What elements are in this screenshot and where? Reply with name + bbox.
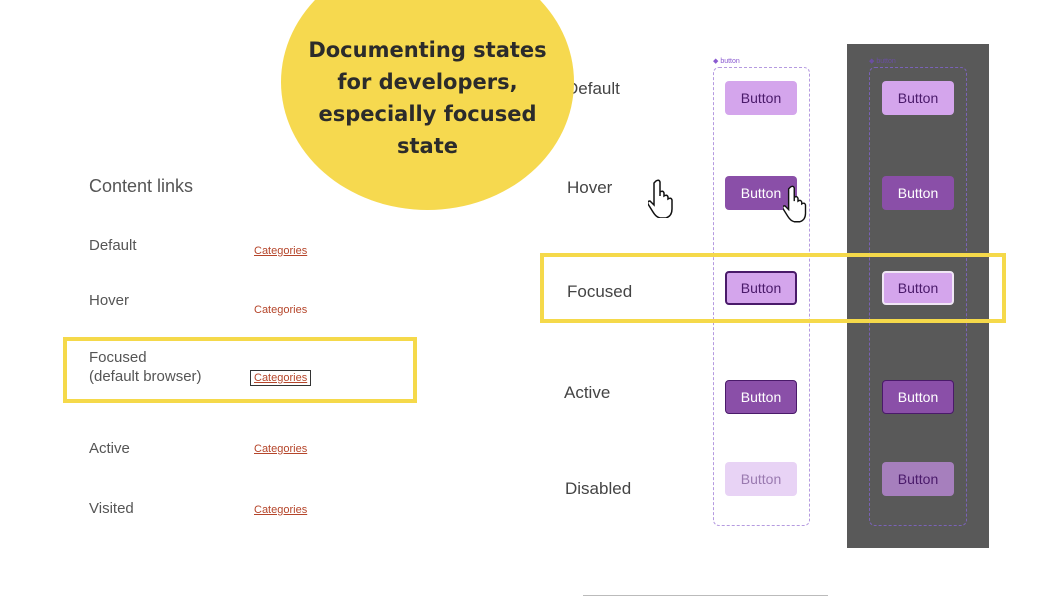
- hand-cursor-icon: [648, 179, 673, 218]
- dark-button-disabled[interactable]: Button: [882, 462, 954, 496]
- state-label-hover: Hover: [89, 292, 130, 309]
- dark-button-hover[interactable]: Button: [882, 176, 954, 210]
- callout-text: Documenting states for developers, espec…: [281, 34, 574, 162]
- button-focused[interactable]: Button: [725, 271, 797, 305]
- button-state-default: Default: [566, 79, 620, 98]
- component-tag-label: button: [876, 58, 896, 65]
- state-sublabel-focused: (default browser): [89, 368, 202, 385]
- button-active[interactable]: Button: [725, 380, 797, 414]
- callout-line: especially focused: [318, 102, 537, 126]
- dark-button-focused[interactable]: Button: [882, 271, 954, 305]
- button-state-active: Active: [564, 383, 611, 402]
- focused-button-highlight-box: [540, 253, 1006, 323]
- state-label-active: Active: [89, 440, 130, 457]
- callout-circle: [281, 0, 574, 210]
- link-default[interactable]: Categories: [254, 245, 308, 257]
- component-tag: ◆ button: [713, 58, 740, 65]
- button-default[interactable]: Button: [725, 81, 797, 115]
- button-disabled[interactable]: Button: [725, 462, 797, 496]
- component-tag-label: button: [720, 58, 740, 65]
- dark-button-default[interactable]: Button: [882, 81, 954, 115]
- button-state-focused: Focused: [567, 282, 633, 301]
- component-tag-dark: ◆ button: [869, 58, 896, 65]
- link-focused[interactable]: Categories: [249, 370, 312, 386]
- button-hover[interactable]: Button: [725, 176, 797, 210]
- callout-line: for developers,: [337, 70, 518, 94]
- focused-highlight-box: [63, 337, 417, 403]
- state-label-visited: Visited: [89, 500, 134, 517]
- component-frame: [713, 67, 810, 526]
- link-active[interactable]: Categories: [254, 443, 308, 455]
- dark-button-active[interactable]: Button: [882, 380, 954, 414]
- button-state-hover: Hover: [567, 178, 613, 197]
- link-hover[interactable]: Categories: [254, 304, 308, 316]
- hand-cursor-icon: [783, 185, 807, 223]
- callout-line: state: [397, 134, 458, 158]
- divider: [583, 595, 828, 596]
- callout-line: Documenting states: [308, 38, 547, 62]
- component-frame-dark: [869, 67, 967, 526]
- state-label-default: Default: [89, 237, 137, 254]
- content-links-title: Content links: [89, 176, 194, 196]
- link-visited[interactable]: Categories: [254, 504, 308, 516]
- button-state-disabled: Disabled: [565, 479, 632, 498]
- state-label-focused: Focused: [89, 349, 147, 366]
